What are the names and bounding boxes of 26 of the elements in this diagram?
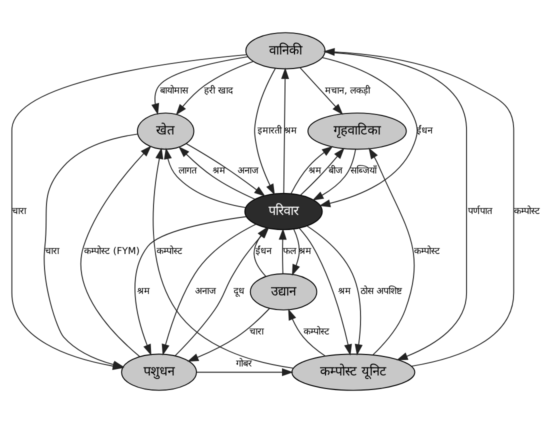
- edge-label: अनाज: [195, 286, 216, 297]
- edge-label: इमारती: [257, 125, 282, 136]
- edge-label: चारा: [44, 246, 59, 257]
- edge-label: अनाज: [238, 165, 259, 176]
- edge-label: श्रम: [338, 286, 351, 297]
- edge-label: फल: [283, 246, 296, 257]
- edge-label: पर्णपात: [468, 205, 492, 216]
- edge-label: कम्पोस्ट: [414, 246, 440, 257]
- edge-label: श्रम: [212, 165, 226, 176]
- edge-label: श्रम: [136, 286, 150, 297]
- edge-label: हरी खाद: [204, 84, 233, 96]
- edge-label: बीज: [328, 165, 342, 176]
- edge-label: चारा: [250, 326, 264, 337]
- edge-label: कम्पोस्ट: [304, 326, 330, 337]
- edge-label: दूध: [234, 286, 245, 297]
- edge-label: श्रम: [308, 165, 322, 176]
- edge-label: कम्पोस्ट: [514, 205, 540, 216]
- edge-label: बायोमास: [160, 84, 188, 96]
- edge-label: सब्जियाँ: [350, 165, 376, 176]
- edge-label: लागत: [178, 165, 196, 176]
- edge-label: ईंधन: [255, 246, 272, 257]
- edge-label: कम्पोस्ट: [156, 246, 182, 257]
- edge-label: मचान, लकड़ी: [325, 84, 370, 96]
- edge-label: गोबर: [236, 358, 252, 370]
- edge-label: ठोस अपशिष्ट: [360, 286, 403, 297]
- edge-label: कम्पोस्ट (FYM): [84, 246, 140, 257]
